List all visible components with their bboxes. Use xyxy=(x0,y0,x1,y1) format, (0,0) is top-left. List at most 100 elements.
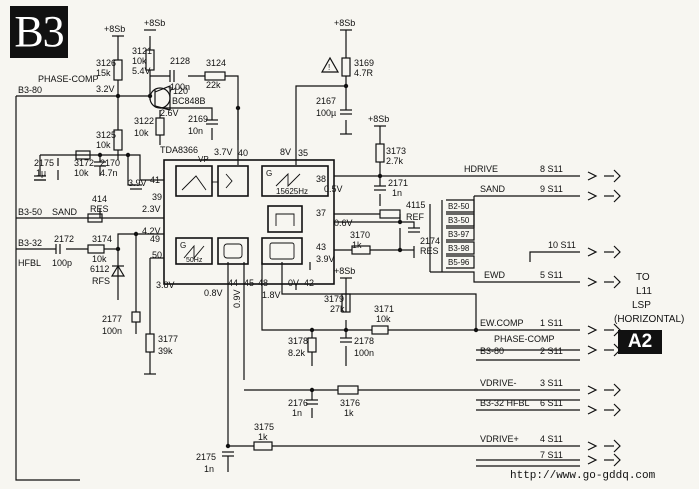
pin-38: 38 xyxy=(316,174,326,184)
svg-text:4 S11: 4 S11 xyxy=(540,434,563,444)
svg-text:B5-96: B5-96 xyxy=(448,258,470,267)
svg-text:7120: 7120 xyxy=(168,86,188,96)
svg-text:0.6V: 0.6V xyxy=(334,218,353,228)
pin-37: 37 xyxy=(316,208,326,218)
vp-label: VP xyxy=(198,155,209,164)
sheet-badge-b3: B3 xyxy=(10,6,68,58)
svg-text:TO: TO xyxy=(636,272,650,283)
svg-text:10k: 10k xyxy=(74,168,89,178)
connector-arrows xyxy=(587,169,621,467)
svg-text:6 S11: 6 S11 xyxy=(540,398,563,408)
svg-text:2 S11: 2 S11 xyxy=(540,346,563,356)
resistor-3177a xyxy=(131,311,141,323)
watermark-url: http://www.go-gddq.com xyxy=(510,470,656,482)
svg-text:LSP: LSP xyxy=(632,300,651,311)
svg-text:REF: REF xyxy=(406,212,425,222)
connector-labels: 8 S11 9 S11 10 S11 5 S11 1 S11 2 S11 3 S… xyxy=(540,164,576,460)
svg-text:B3-32: B3-32 xyxy=(18,238,42,248)
svg-text:1k: 1k xyxy=(344,408,354,418)
svg-text:100n: 100n xyxy=(354,348,374,358)
svg-text:100n: 100n xyxy=(102,326,122,336)
svg-text:3 S11: 3 S11 xyxy=(540,378,563,388)
vout-block xyxy=(261,237,303,265)
pin-42: 42 xyxy=(304,278,314,288)
resistor-3175 xyxy=(253,441,273,451)
svg-text:3175: 3175 xyxy=(254,422,274,432)
svg-text:0.8V: 0.8V xyxy=(204,288,223,298)
svg-text:G: G xyxy=(266,169,272,178)
svg-text:B3-98: B3-98 xyxy=(448,244,470,253)
svg-text:VDRIVE+: VDRIVE+ xyxy=(480,434,519,444)
svg-text:4.2V: 4.2V xyxy=(142,226,161,236)
svg-text:10k: 10k xyxy=(92,254,107,264)
resistor-3177 xyxy=(145,333,155,353)
svg-text:2128: 2128 xyxy=(170,56,190,66)
input-labels: PHASE-COMP B3-80 B3-50 SAND B3-32 HFBL xyxy=(18,74,99,268)
destination-labels: TO L11 LSP (HORIZONTAL) xyxy=(614,272,684,325)
svg-text:8 S11: 8 S11 xyxy=(540,164,563,174)
svg-text:3122: 3122 xyxy=(134,116,154,126)
svg-text:6112: 6112 xyxy=(90,264,109,274)
svg-text:+8Sb: +8Sb xyxy=(104,24,125,34)
ic-label: TDA8366 xyxy=(160,145,198,155)
svg-text:3121: 3121 xyxy=(132,46,152,56)
svg-text:3170: 3170 xyxy=(350,230,370,240)
svg-text:4.7R: 4.7R xyxy=(354,68,374,78)
resistor-3122 xyxy=(155,117,165,136)
resistor-414 xyxy=(87,213,103,223)
svg-text:2175: 2175 xyxy=(34,158,54,168)
svg-text:3124: 3124 xyxy=(206,58,226,68)
phase-block xyxy=(217,165,249,197)
svg-text:3173: 3173 xyxy=(386,146,406,156)
svg-text:2172: 2172 xyxy=(54,234,74,244)
pin-35: 35 xyxy=(298,148,308,158)
svg-text:2175: 2175 xyxy=(196,452,216,462)
svg-text:PHASE-COMP: PHASE-COMP xyxy=(38,74,99,84)
svg-text:3.8V: 3.8V xyxy=(156,280,175,290)
pin-41: 41 xyxy=(150,175,160,185)
svg-text:+8Sb: +8Sb xyxy=(144,18,165,28)
bus-connector-block xyxy=(441,199,475,272)
resistor-3176 xyxy=(337,385,359,395)
svg-text:(HORIZONTAL): (HORIZONTAL) xyxy=(614,314,684,325)
svg-text:SAND: SAND xyxy=(480,184,506,194)
svg-text:3169: 3169 xyxy=(354,58,374,68)
svg-text:EW.COMP: EW.COMP xyxy=(480,318,524,328)
warning-icon xyxy=(320,56,340,73)
pin-45: 45 xyxy=(244,278,254,288)
svg-text:G: G xyxy=(180,241,186,250)
voltage-labels: 3.2V 5.4V 2.6V 3.7V 8V 3.9V 2.3V 4.2V 3.… xyxy=(96,66,353,308)
svg-text:2169: 2169 xyxy=(188,114,208,124)
svg-text:3172: 3172 xyxy=(74,158,94,168)
svg-text:+8Sb: +8Sb xyxy=(368,114,389,124)
svg-text:9 S11: 9 S11 xyxy=(540,184,563,194)
resistor-3178 xyxy=(307,337,317,353)
svg-text:3.9V: 3.9V xyxy=(316,254,335,264)
svg-text:1k: 1k xyxy=(352,240,362,250)
component-symbols: ! xyxy=(34,29,621,467)
svg-text:3176: 3176 xyxy=(340,398,360,408)
svg-text:10k: 10k xyxy=(96,140,111,150)
svg-text:2167: 2167 xyxy=(316,96,336,106)
resistor-3126 xyxy=(113,59,123,81)
svg-text:1 S11: 1 S11 xyxy=(540,318,563,328)
svg-text:B3-80: B3-80 xyxy=(18,85,42,95)
svg-text:2170: 2170 xyxy=(100,158,120,168)
svg-text:B3-80: B3-80 xyxy=(480,346,504,356)
resistor-3170 xyxy=(351,245,371,255)
resistor-3169 xyxy=(341,57,351,77)
svg-text:10k: 10k xyxy=(134,128,149,138)
pin-40: 40 xyxy=(238,148,248,158)
svg-text:B3-50: B3-50 xyxy=(448,216,470,225)
svg-text:3.9V: 3.9V xyxy=(128,178,147,188)
svg-text:39k: 39k xyxy=(158,346,173,356)
target-badge-a2: A2 xyxy=(618,330,662,354)
svg-text:3174: 3174 xyxy=(92,234,112,244)
pin-39: 39 xyxy=(152,192,162,202)
svg-text:1n: 1n xyxy=(392,188,402,198)
osc-50-label: 50Hz xyxy=(186,257,203,264)
svg-text:3179: 3179 xyxy=(324,294,344,304)
pin-44: 44 xyxy=(228,278,238,288)
svg-text:1.8V: 1.8V xyxy=(262,290,281,300)
